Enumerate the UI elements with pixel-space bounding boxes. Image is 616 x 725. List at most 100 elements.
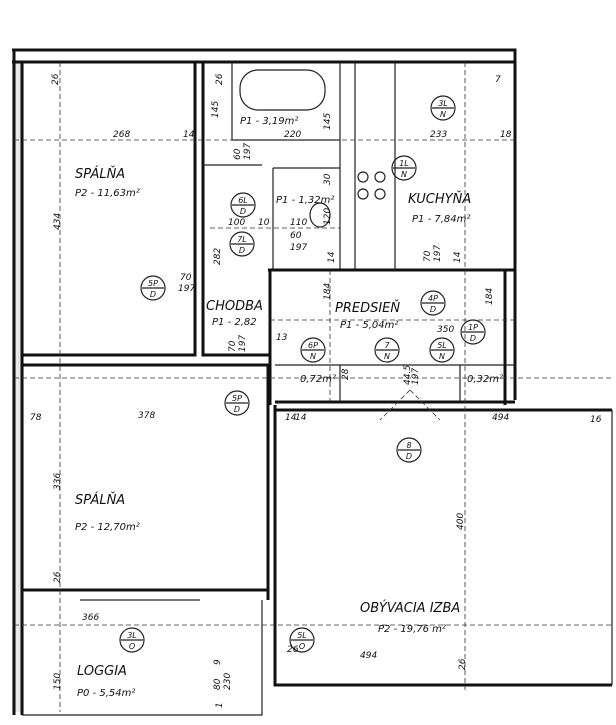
- dimension-label: 26: [51, 73, 61, 85]
- room-area-closet1: 0,72m²: [300, 374, 336, 385]
- dimension-lines: [14, 62, 612, 712]
- door-tag-top: 5L: [297, 631, 307, 640]
- dimension-label: 120: [323, 208, 333, 225]
- room-name-hall: PREDSIEŇ: [335, 300, 400, 316]
- door-tag: 6LD: [230, 192, 256, 218]
- door-tag: 8D: [396, 437, 422, 463]
- door-tag-top: 6P: [308, 341, 318, 350]
- door-tag: 5LO: [289, 627, 315, 653]
- door-tag-circle: [420, 290, 446, 316]
- dimension-label: 70: [228, 340, 238, 352]
- walls: [12, 48, 613, 716]
- room-area-living: P2 - 19,76 m²: [378, 624, 446, 635]
- dimension-label: 26: [215, 73, 225, 85]
- dimension-label: 378: [138, 411, 155, 421]
- door-tag-bottom: D: [470, 334, 476, 343]
- door-tag-circle: [230, 192, 256, 218]
- dimension-label: 494: [360, 651, 377, 661]
- dimension-label: 60: [233, 148, 243, 160]
- dimension-label: 150: [53, 673, 63, 690]
- dimension-label: 184: [323, 283, 333, 300]
- door-tag-circle: [429, 337, 455, 363]
- door-tag-circle: [391, 155, 417, 181]
- dimension-label: 100: [228, 218, 245, 228]
- door-tag: 3L N: [430, 95, 456, 121]
- door-tag-circle: [374, 337, 400, 363]
- door-tag-bottom: N: [439, 352, 445, 361]
- dimension-label: 78: [30, 413, 42, 423]
- dimension-label: 282: [213, 248, 223, 265]
- door-tag-top: 1L: [399, 159, 409, 168]
- door-tag-top: 7L: [237, 235, 247, 244]
- door-tag-bottom: D: [239, 246, 245, 255]
- room-name-kitchen: KUCHYŇA: [408, 191, 471, 207]
- room-area-closet2: 0,32m²: [467, 374, 503, 385]
- dimension-label: 10: [258, 218, 270, 228]
- dimension-label: 230: [223, 673, 233, 690]
- door-tag-top: 3L: [438, 99, 448, 108]
- door-tag-bottom: N: [310, 352, 316, 361]
- room-area-corridor: P1 - 2,82: [212, 317, 257, 328]
- door-tag-circle: [430, 95, 456, 121]
- dimension-label: 197: [238, 335, 248, 352]
- door-tag-top: 5L: [437, 341, 447, 350]
- door-tag: 1LN: [391, 155, 417, 181]
- door-tag: 3LO: [119, 627, 145, 653]
- dimension-label: 233: [430, 130, 447, 140]
- dimension-label: 80: [213, 678, 223, 690]
- dimension-label: 145: [323, 113, 333, 130]
- door-tag-top: 5P: [148, 279, 158, 288]
- dimension-label: 70: [423, 250, 433, 262]
- room-name-bedroom2: SPÁLŇA: [75, 492, 125, 508]
- door-tag-circle: [140, 275, 166, 301]
- door-tag-bottom: N: [384, 352, 390, 361]
- dimension-label: 197: [411, 368, 421, 385]
- dimension-label: 7: [495, 75, 501, 85]
- dimension-label: 110: [290, 218, 307, 228]
- door-tag: 5PD: [224, 390, 250, 416]
- dimension-label: 9: [213, 659, 223, 665]
- dimension-label: 18: [500, 130, 512, 140]
- room-area-bathroom: P1 - 3,19m²: [240, 116, 298, 127]
- room-area-hall: P1 - 5,04m²: [340, 320, 398, 331]
- room-area-bedroom2: P2 - 12,70m²: [75, 522, 140, 533]
- dimension-label: 14: [295, 413, 307, 423]
- room-area-wc: P1 - 1,32m²: [276, 195, 334, 206]
- dimension-label: 494: [492, 413, 509, 423]
- door-tag: 5L N: [429, 337, 455, 363]
- dimension-label: 14: [327, 251, 337, 263]
- door-tag-bottom: O: [129, 642, 135, 651]
- door-tag-circle: [119, 627, 145, 653]
- dimension-label: 366: [82, 613, 99, 623]
- dimension-label: 336: [53, 473, 63, 490]
- dimension-label: 30: [323, 173, 333, 185]
- dimension-label: 16: [590, 415, 602, 425]
- door-tag: 4PD: [420, 290, 446, 316]
- dimension-label: 26: [287, 645, 299, 655]
- door-tag-bottom: D: [234, 405, 240, 414]
- door-tag-top: 4P: [428, 294, 438, 303]
- dimension-label: 28: [341, 368, 351, 380]
- room-name-bedroom1: SPÁLŇA: [75, 166, 125, 182]
- dimension-label: 197: [433, 245, 443, 262]
- dimension-label: 70: [180, 273, 192, 283]
- dimension-label: 60: [290, 231, 302, 241]
- dimension-label: 220: [284, 130, 301, 140]
- door-tag-top: 6L: [238, 196, 248, 205]
- door-tag-top: 1P: [468, 323, 478, 332]
- door-tag-bottom: N: [440, 110, 446, 119]
- room-area-bedroom1: P2 - 11,63m²: [75, 188, 140, 199]
- room-name-living: OBÝVACIA IZBA: [360, 600, 460, 616]
- dimension-label: 26: [458, 658, 468, 670]
- dimension-label: 14: [453, 251, 463, 263]
- door-tag-circle: [460, 319, 486, 345]
- dimension-label: 44.5: [403, 365, 413, 385]
- dimension-label: 268: [113, 130, 130, 140]
- door-tag-circle: [229, 231, 255, 257]
- room-name-loggia: LOGGIA: [77, 664, 127, 679]
- dimension-label: 197: [178, 284, 195, 294]
- dimension-label: 197: [290, 243, 307, 253]
- door-tag-bottom: D: [406, 452, 412, 461]
